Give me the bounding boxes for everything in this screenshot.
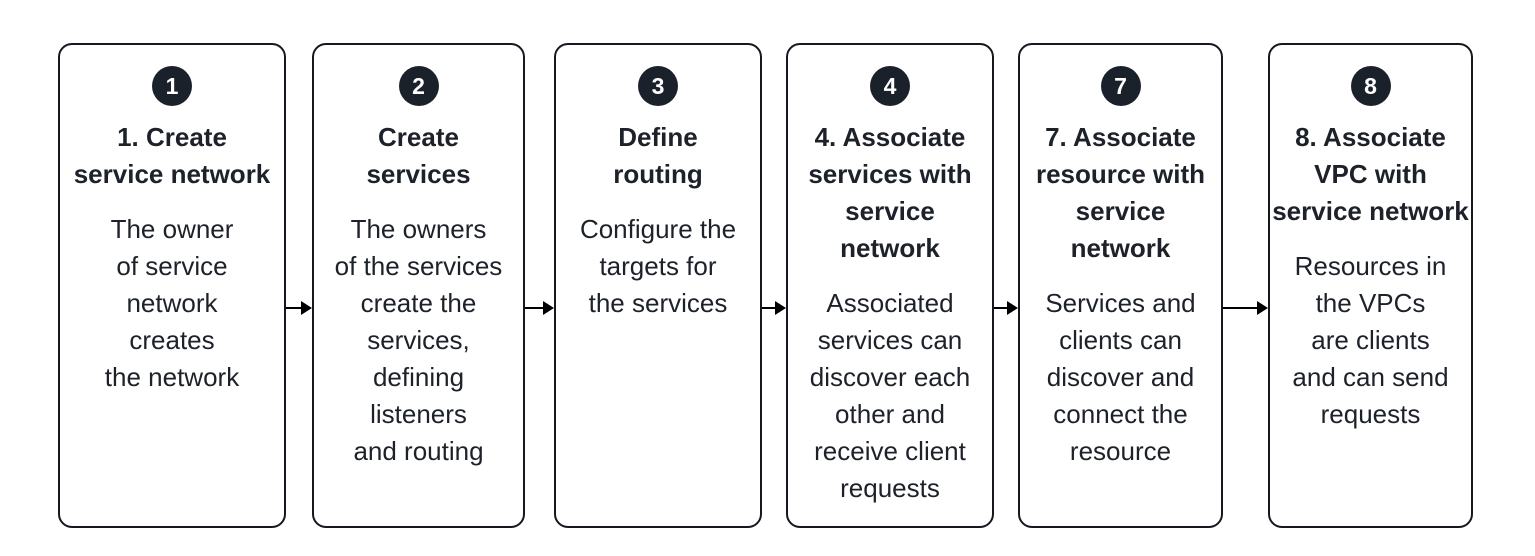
- step-title: 1. Create service network: [73, 122, 271, 189]
- step-number-badge: 8: [1350, 66, 1391, 106]
- step-box-2: 2 Create services The owners of the serv…: [312, 43, 525, 528]
- step-box-5: 7 7. Associate resource with service net…: [1018, 43, 1223, 528]
- arrow-shaft: [762, 307, 775, 309]
- step-description: Services and clients can discover and co…: [1045, 288, 1196, 466]
- step-box-1: 1 1. Create service network The owner of…: [58, 43, 286, 528]
- step-number-badge: 1: [152, 66, 192, 106]
- step-box-4: 4 4. Associate services with service net…: [786, 43, 994, 528]
- flow-arrow-3: [762, 296, 786, 320]
- step-title: 4. Associate services with service netwo…: [808, 122, 972, 263]
- step-description: Resources in the VPCs are clients and ca…: [1292, 251, 1449, 429]
- arrow-head-icon: [543, 301, 554, 315]
- step-box-6: 8 8. Associate VPC with service network …: [1268, 43, 1473, 528]
- step-title: Define routing: [613, 122, 703, 189]
- flow-arrow-1: [286, 296, 312, 320]
- arrow-head-icon: [1257, 301, 1268, 315]
- step-description: Configure the targets for the services: [579, 214, 737, 318]
- step-number-badge: 4: [870, 66, 910, 106]
- step-title: 8. Associate VPC with service network: [1272, 122, 1469, 226]
- flow-arrow-2: [525, 296, 554, 320]
- flow-arrow-4: [994, 296, 1018, 320]
- step-number-badge: 7: [1100, 66, 1141, 106]
- step-box-3: 3 Define routing Configure the targets f…: [554, 43, 762, 528]
- step-description: The owners of the services create the se…: [334, 214, 503, 466]
- arrow-shaft: [1223, 307, 1257, 309]
- step-description: Associated services can discover each ot…: [809, 288, 971, 503]
- arrow-shaft: [525, 307, 543, 309]
- arrow-head-icon: [775, 301, 786, 315]
- arrow-head-icon: [1007, 301, 1018, 315]
- arrow-shaft: [286, 307, 301, 309]
- arrow-shaft: [994, 307, 1007, 309]
- step-title: Create services: [366, 122, 471, 189]
- step-number-badge: 2: [398, 66, 439, 106]
- arrow-head-icon: [301, 301, 312, 315]
- flow-arrow-5: [1223, 296, 1268, 320]
- step-number-badge: 3: [638, 66, 678, 106]
- step-description: The owner of service network creates the…: [104, 214, 240, 392]
- step-title: 7. Associate resource with service netwo…: [1035, 122, 1206, 263]
